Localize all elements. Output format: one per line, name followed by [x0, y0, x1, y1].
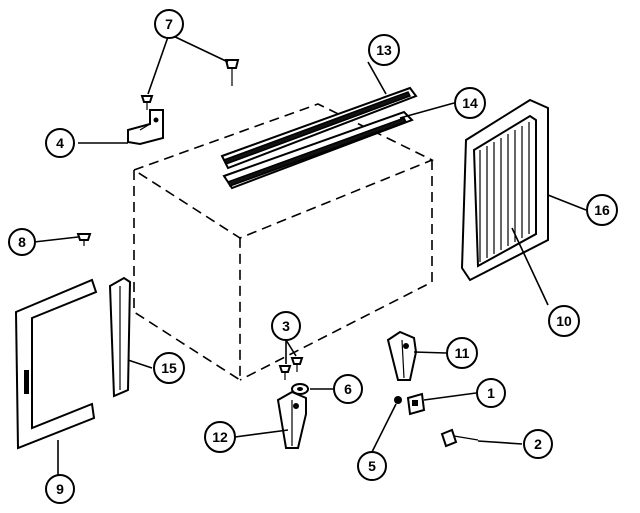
callout-4: 4: [45, 128, 75, 158]
callout-13: 13: [368, 34, 400, 66]
part-8-screw: [76, 233, 92, 246]
callout-15-label: 15: [161, 360, 177, 376]
callout-16: 16: [586, 194, 618, 226]
callout-9-label: 9: [56, 481, 64, 497]
callout-14: 14: [454, 87, 486, 119]
callout-13-label: 13: [376, 42, 392, 58]
part-6-washer: [291, 383, 309, 395]
part-7-screws: [140, 59, 240, 110]
callout-6-label: 6: [344, 381, 352, 397]
part-16-side-panel: [460, 98, 549, 282]
callout-1-label: 1: [487, 385, 495, 401]
part-15-strip: [108, 276, 132, 398]
part-2-bolt: [440, 428, 479, 448]
callout-7: 7: [154, 9, 184, 39]
part-12-bracket: [276, 390, 307, 449]
part-4-bracket: [127, 109, 164, 146]
callout-6: 6: [333, 374, 363, 404]
callout-3: 3: [271, 311, 301, 341]
callout-9: 9: [45, 474, 75, 504]
callout-12: 12: [204, 421, 236, 453]
callout-5: 5: [357, 451, 387, 481]
callout-16-label: 16: [594, 202, 610, 218]
callout-4-label: 4: [56, 135, 64, 151]
callout-10-label: 10: [556, 313, 572, 329]
part-9-left-frame: [14, 278, 98, 450]
callout-2: 2: [523, 429, 553, 459]
callout-10: 10: [548, 305, 580, 337]
part-5-nut: [394, 396, 402, 404]
callout-15: 15: [153, 352, 185, 384]
cabinet-outline: [132, 103, 434, 382]
callout-2-label: 2: [534, 436, 542, 452]
part-3-screws: [278, 357, 304, 380]
callout-5-label: 5: [368, 458, 376, 474]
callout-11-label: 11: [455, 345, 470, 361]
callout-3-label: 3: [282, 318, 290, 334]
part-11-bracket: [386, 330, 418, 381]
callout-12-label: 12: [212, 429, 228, 445]
part-13-top-rail: [220, 86, 418, 170]
callout-11: 11: [446, 337, 478, 369]
callout-7-label: 7: [165, 16, 173, 32]
callout-14-label: 14: [462, 95, 478, 111]
callout-8-label: 8: [18, 234, 26, 250]
part-1-clip: [406, 392, 426, 416]
leader-lines: [33, 33, 587, 475]
part-14-lower-rail: [222, 110, 414, 190]
callout-1: 1: [476, 378, 506, 408]
callout-8: 8: [8, 228, 36, 256]
